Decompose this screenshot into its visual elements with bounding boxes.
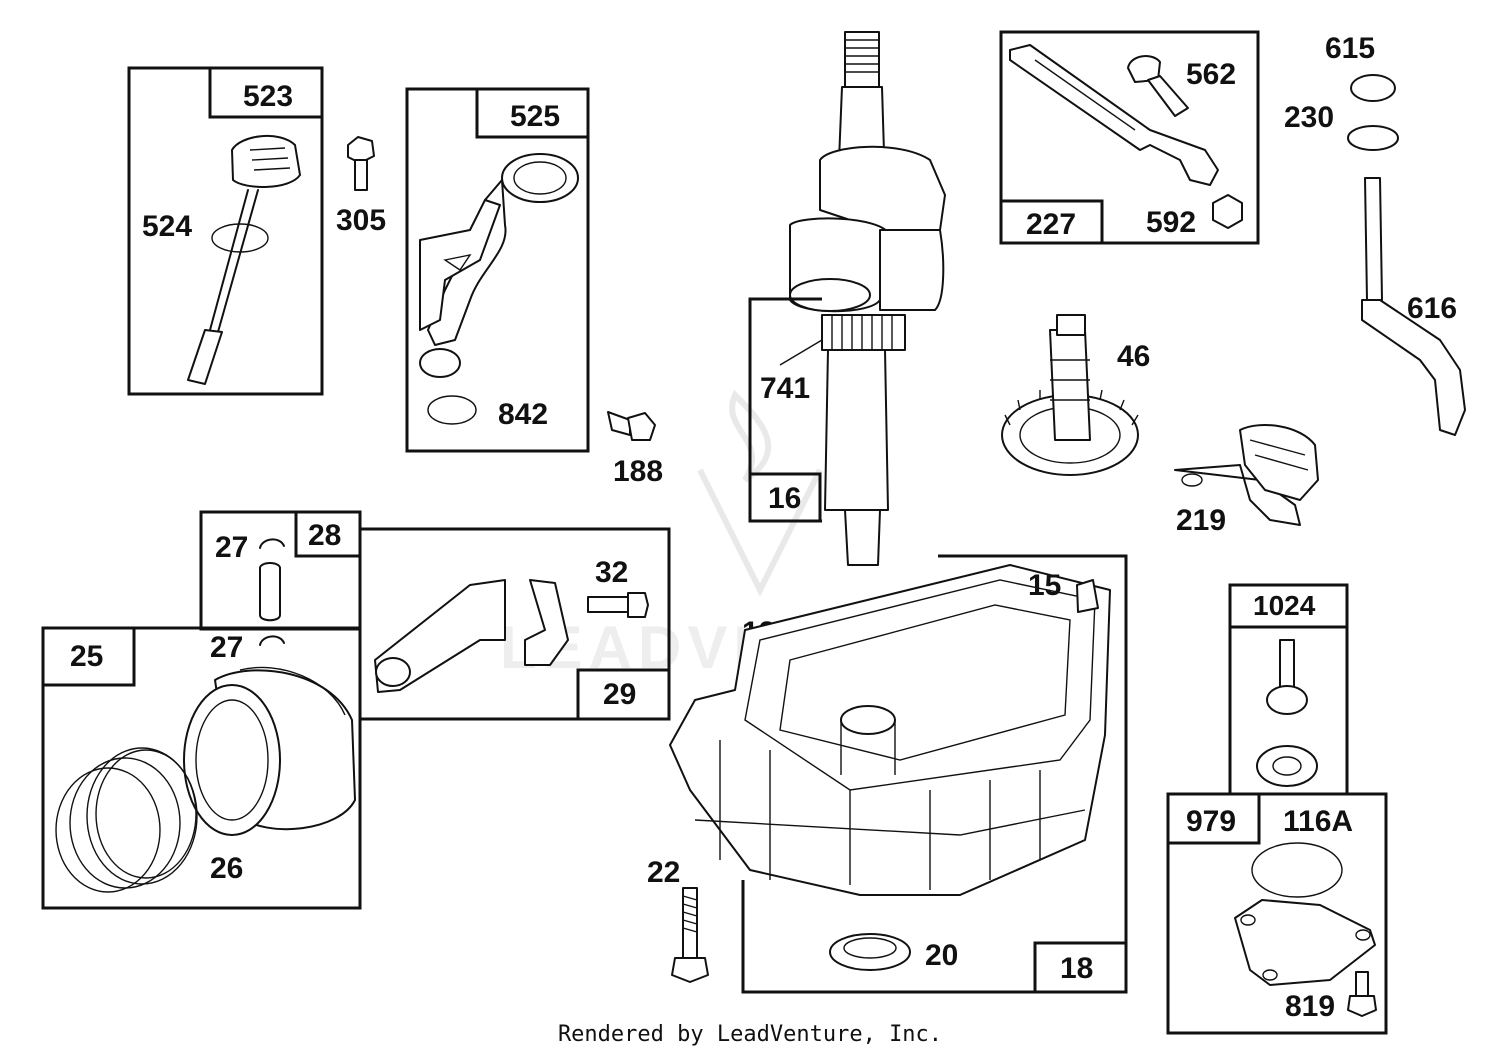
pump-cover-group: 979 116A 819 (1166, 792, 1388, 1035)
piston-pin-part[interactable] (259, 562, 281, 622)
callout-1024: 1024 (1253, 590, 1316, 621)
callout-25: 25 (70, 640, 103, 673)
callout-305: 305 (336, 204, 386, 237)
crankcase-group: 18 12 15 20 (669, 554, 1128, 994)
retaining-ring-27-bottom[interactable] (259, 635, 285, 646)
bolt-22[interactable]: 22 (647, 856, 709, 983)
governor-shaft-616[interactable] (1361, 177, 1466, 436)
pump-cover-part[interactable] (1234, 899, 1376, 986)
bolt-562[interactable] (1127, 55, 1189, 117)
callout-22: 22 (647, 856, 680, 889)
dipstick-group: 523 524 (127, 66, 324, 396)
callout-842: 842 (498, 398, 548, 431)
fill-tube-group: 525 842 (405, 87, 590, 453)
callout-16: 16 (768, 482, 801, 515)
callout-26: 26 (210, 852, 243, 885)
oil-pump-group: 1024 (1228, 583, 1349, 796)
callout-219: 219 (1176, 504, 1226, 537)
bolt-305[interactable]: 305 (336, 136, 386, 237)
callout-188: 188 (613, 455, 663, 488)
bolt-819[interactable] (1347, 971, 1377, 1017)
label-box-227 (999, 199, 1104, 245)
label-box-25 (41, 626, 136, 687)
fill-tube-part[interactable] (419, 153, 579, 378)
callout-562: 562 (1186, 58, 1236, 91)
connecting-rod-group: 29 32 (358, 527, 671, 721)
callout-20: 20 (925, 939, 958, 972)
camshaft-group: 46 (1001, 314, 1150, 476)
callout-523: 523 (243, 80, 293, 113)
label-box-18 (1033, 941, 1128, 994)
nut-592[interactable] (1212, 194, 1243, 229)
callout-46: 46 (1117, 340, 1150, 373)
label-box-979 (1166, 792, 1261, 845)
label-box-16 (748, 472, 822, 523)
dipstick-part[interactable] (187, 134, 301, 385)
connecting-rod-part[interactable] (374, 579, 569, 693)
washer-615[interactable] (1350, 74, 1396, 102)
piston-part[interactable] (183, 666, 356, 836)
callout-32: 32 (595, 556, 628, 589)
retaining-ring-27-top[interactable] (259, 538, 285, 549)
oil-slinger-group: 219 (1174, 424, 1319, 537)
callout-979: 979 (1186, 805, 1236, 838)
crankshaft-group: 16 741 (748, 31, 946, 566)
callout-116A: 116A (1283, 805, 1353, 838)
callout-741: 741 (760, 372, 810, 405)
crankshaft-part[interactable] (789, 31, 946, 566)
washer-230[interactable] (1347, 125, 1399, 151)
camshaft-part[interactable] (1001, 314, 1139, 476)
callout-616: 616 (1407, 292, 1457, 325)
callout-27-top: 27 (215, 531, 248, 564)
label-box-525 (475, 87, 590, 139)
o-ring-116A[interactable] (1251, 842, 1343, 898)
leader-741 (779, 339, 823, 366)
governor-lever-part[interactable] (1009, 44, 1219, 186)
governor-shaft-group: 615 230 616 (1284, 32, 1466, 436)
box-227 (999, 30, 1260, 245)
bolt-32[interactable] (587, 592, 649, 618)
callout-15: 15 (1028, 569, 1061, 602)
callout-18: 18 (1060, 952, 1093, 985)
callout-592: 592 (1146, 206, 1196, 239)
label-box-1024 (1228, 583, 1349, 629)
governor-arm-group: 227 562 592 (999, 30, 1260, 245)
callout-615: 615 (1325, 32, 1375, 65)
box-29 (358, 527, 671, 721)
bolt-188[interactable]: 188 (607, 411, 663, 488)
dowel-15[interactable] (1076, 579, 1099, 613)
callout-819: 819 (1285, 990, 1335, 1023)
oil-slinger-part[interactable] (1174, 424, 1319, 526)
crankcase-part[interactable] (669, 564, 1111, 896)
oil-seal-20[interactable] (829, 933, 911, 971)
footer-credit: Rendered by LeadVenture, Inc. (557, 1022, 943, 1047)
callout-27-bottom: 27 (210, 631, 243, 664)
callout-525: 525 (510, 100, 560, 133)
piston-pin-group: 28 27 (199, 510, 362, 631)
box-25 (41, 626, 362, 910)
callout-524: 524 (142, 210, 192, 243)
piston-rings-26[interactable] (55, 747, 198, 893)
callout-28: 28 (308, 519, 341, 552)
callout-227: 227 (1026, 208, 1076, 241)
label-box-29 (576, 668, 671, 721)
box-979 (1166, 792, 1388, 1035)
callout-230: 230 (1284, 101, 1334, 134)
label-box-523 (208, 66, 324, 119)
piston-group: 25 27 26 (41, 626, 362, 910)
gasket-842[interactable] (427, 395, 477, 425)
oil-pump-rotor-part[interactable] (1256, 639, 1318, 787)
callout-29: 29 (603, 678, 636, 711)
